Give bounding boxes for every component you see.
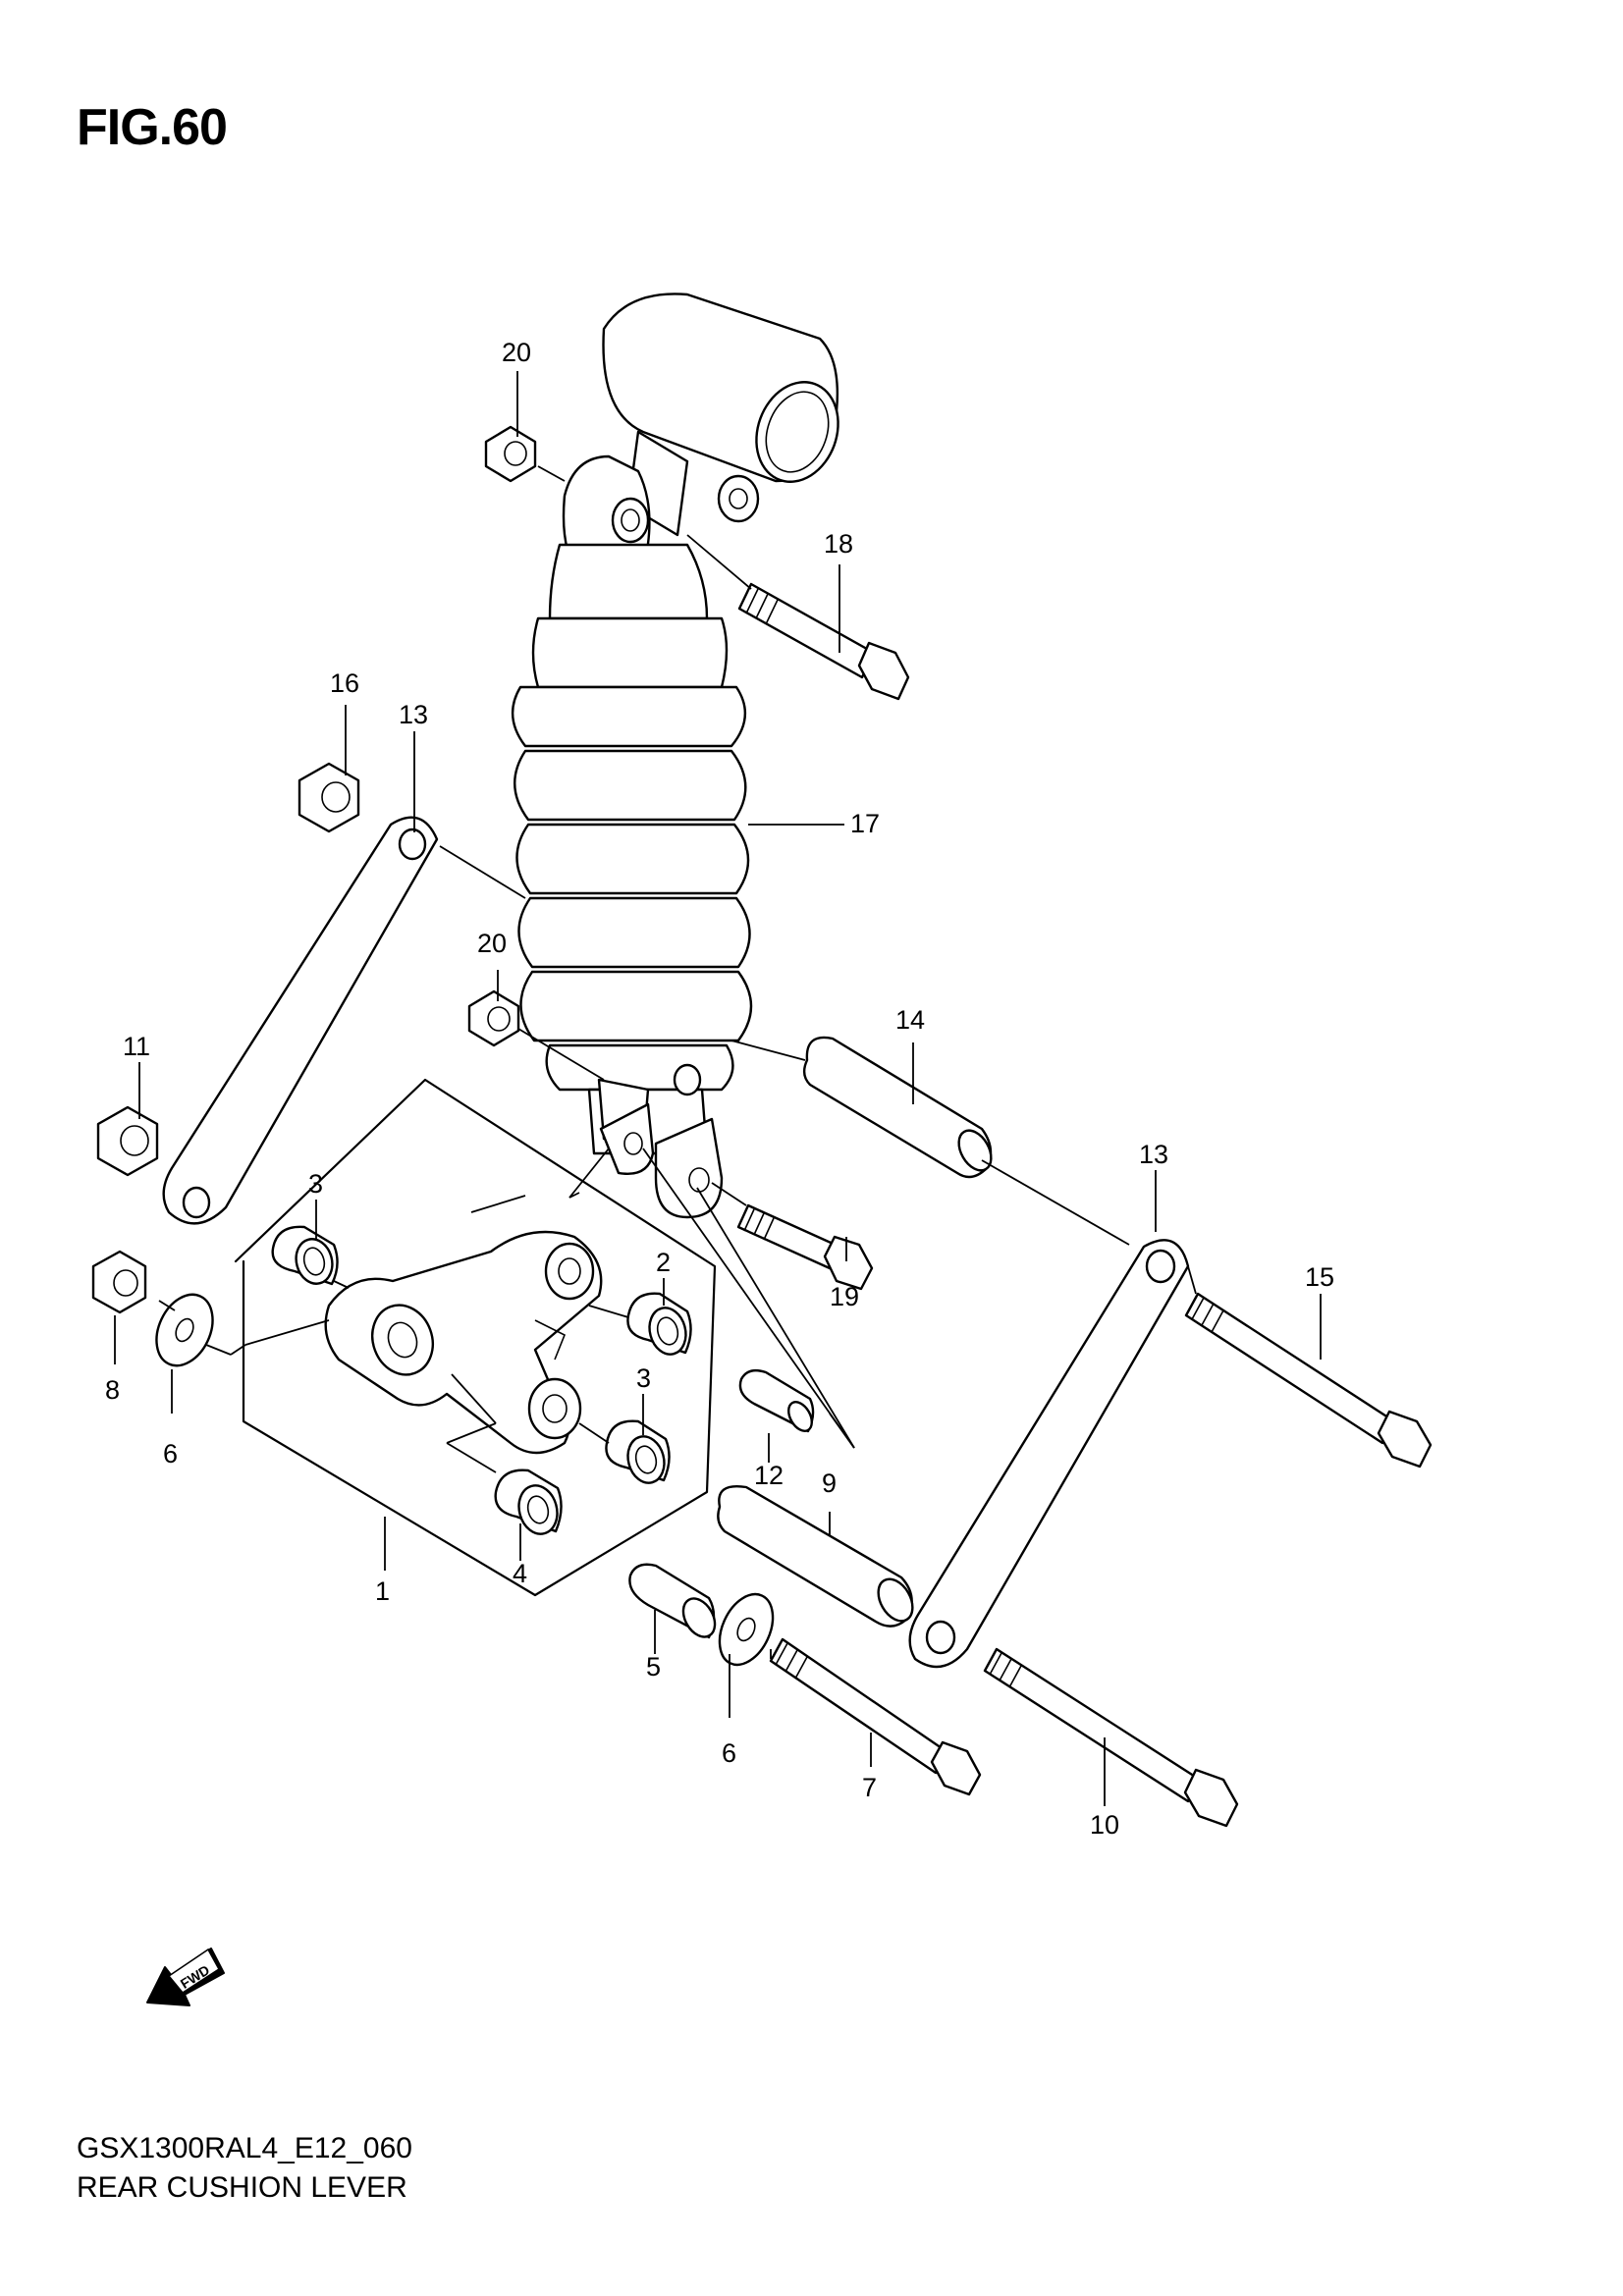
callout-3-upper: 3 — [308, 1169, 323, 1199]
nut-20-top[interactable] — [484, 425, 537, 483]
figure-code: GSX1300RAL4_E12_060 — [77, 2132, 412, 2164]
callout-3-lower: 3 — [636, 1363, 651, 1393]
callout-4: 4 — [513, 1559, 527, 1588]
tie-rod-13-left[interactable] — [162, 816, 439, 1225]
figure-title: FIG.60 — [77, 99, 228, 156]
bolt-15[interactable] — [1184, 1292, 1433, 1468]
washer-6-left[interactable] — [145, 1286, 223, 1375]
callout-7: 7 — [862, 1773, 877, 1802]
leader-lines — [114, 371, 1322, 1806]
callout-12: 12 — [754, 1461, 784, 1490]
nut-8[interactable] — [91, 1250, 147, 1314]
callout-8: 8 — [105, 1375, 120, 1405]
bearing-3-lower[interactable] — [605, 1419, 671, 1487]
callout-20-mid: 20 — [477, 929, 507, 958]
collar-12[interactable] — [738, 1368, 817, 1435]
bolt-10[interactable] — [983, 1647, 1239, 1828]
rear-shock-absorber[interactable] — [511, 293, 851, 1219]
nut-11[interactable] — [96, 1105, 159, 1177]
callout-15: 15 — [1305, 1262, 1334, 1292]
cushion-lever-assy-box — [234, 1078, 717, 1597]
assembly-lines — [158, 465, 1197, 1659]
bolt-18[interactable] — [737, 582, 910, 701]
spacer-9[interactable] — [717, 1485, 919, 1628]
callout-16: 16 — [330, 668, 359, 698]
callout-13-right: 13 — [1139, 1140, 1168, 1169]
callout-1: 1 — [375, 1576, 390, 1606]
fwd-arrow-icon: FWD — [146, 1948, 225, 2006]
callout-9: 9 — [822, 1468, 837, 1498]
cushion-lever[interactable] — [324, 1230, 603, 1455]
callout-6-left: 6 — [163, 1439, 178, 1468]
callout-18: 18 — [824, 529, 853, 559]
collar-5[interactable] — [628, 1563, 721, 1642]
bearing-4[interactable] — [494, 1468, 563, 1538]
callout-14: 14 — [895, 1005, 925, 1035]
callout-11: 11 — [123, 1032, 150, 1061]
nut-20-mid[interactable] — [467, 989, 520, 1047]
bearing-2[interactable] — [626, 1292, 692, 1359]
callout-19: 19 — [830, 1282, 859, 1311]
callout-10: 10 — [1090, 1810, 1119, 1840]
nut-16[interactable] — [298, 762, 360, 833]
callout-2: 2 — [656, 1248, 671, 1277]
spacer-14[interactable] — [802, 1036, 998, 1179]
callout-6-right: 6 — [722, 1738, 736, 1768]
callout-20-top: 20 — [502, 338, 531, 367]
tie-rod-13-right[interactable] — [908, 1239, 1190, 1669]
bolt-19[interactable] — [736, 1203, 874, 1291]
washer-6-right[interactable] — [709, 1585, 784, 1673]
callout-13-left: 13 — [399, 700, 428, 729]
callout-5: 5 — [646, 1652, 661, 1682]
bolt-7[interactable] — [769, 1637, 982, 1796]
callout-numbers: 20 18 16 13 17 20 14 11 13 3 2 15 19 8 3… — [105, 338, 1334, 1840]
callout-17: 17 — [850, 809, 880, 838]
bearing-3-upper[interactable] — [271, 1225, 339, 1288]
figure-name: REAR CUSHION LEVER — [77, 2171, 407, 2204]
